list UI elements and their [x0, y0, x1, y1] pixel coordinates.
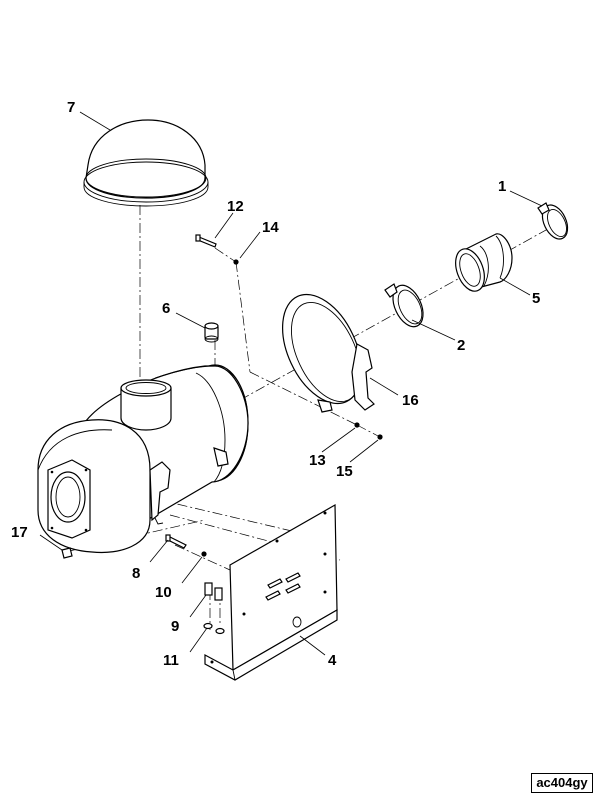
- part-8-bolt: [165, 534, 187, 549]
- part-5-hose: [455, 233, 513, 292]
- air-cleaner-body: [37, 364, 249, 554]
- bracket-studs: [265, 572, 301, 601]
- callout-12: 12: [227, 198, 244, 215]
- part-17-valve: [61, 547, 73, 559]
- leader-lines: [39, 111, 543, 656]
- callout-4: 4: [328, 652, 337, 669]
- callout-17: 17: [11, 524, 28, 541]
- callout-6: 6: [162, 300, 170, 317]
- callout-13: 13: [309, 452, 326, 469]
- part-9-bolts: [204, 582, 223, 601]
- part-7-cover: [83, 119, 209, 207]
- part-6-indicator: [204, 322, 219, 343]
- callout-11: 11: [163, 652, 179, 669]
- callout-15: 15: [336, 463, 353, 480]
- callout-16: 16: [402, 392, 419, 409]
- callout-8: 8: [132, 565, 140, 582]
- part-4-bracket: [204, 503, 338, 681]
- callout-14: 14: [262, 219, 279, 236]
- part-16-mounting-band: [282, 293, 375, 413]
- callout-2: 2: [457, 337, 465, 354]
- callout-1: 1: [498, 178, 506, 195]
- part-10-nut: [201, 551, 207, 557]
- part-13-nut: [354, 422, 360, 428]
- callout-7: 7: [67, 99, 75, 116]
- part-11-washers: [203, 622, 225, 635]
- part-1-clamp: [537, 202, 569, 240]
- part-15-nut: [377, 434, 383, 440]
- callout-5: 5: [532, 290, 540, 307]
- reference-code-label: ac404gy: [531, 773, 593, 793]
- part-12-bolt: [195, 234, 217, 248]
- part-14-nut: [233, 259, 239, 265]
- callout-10: 10: [155, 584, 172, 601]
- callout-9: 9: [171, 618, 179, 635]
- callout-labels: 7 1 12 14 5 6 2 16 13 15 17 8 10 9 11 4: [11, 99, 540, 669]
- part-2-clamp: [384, 283, 424, 328]
